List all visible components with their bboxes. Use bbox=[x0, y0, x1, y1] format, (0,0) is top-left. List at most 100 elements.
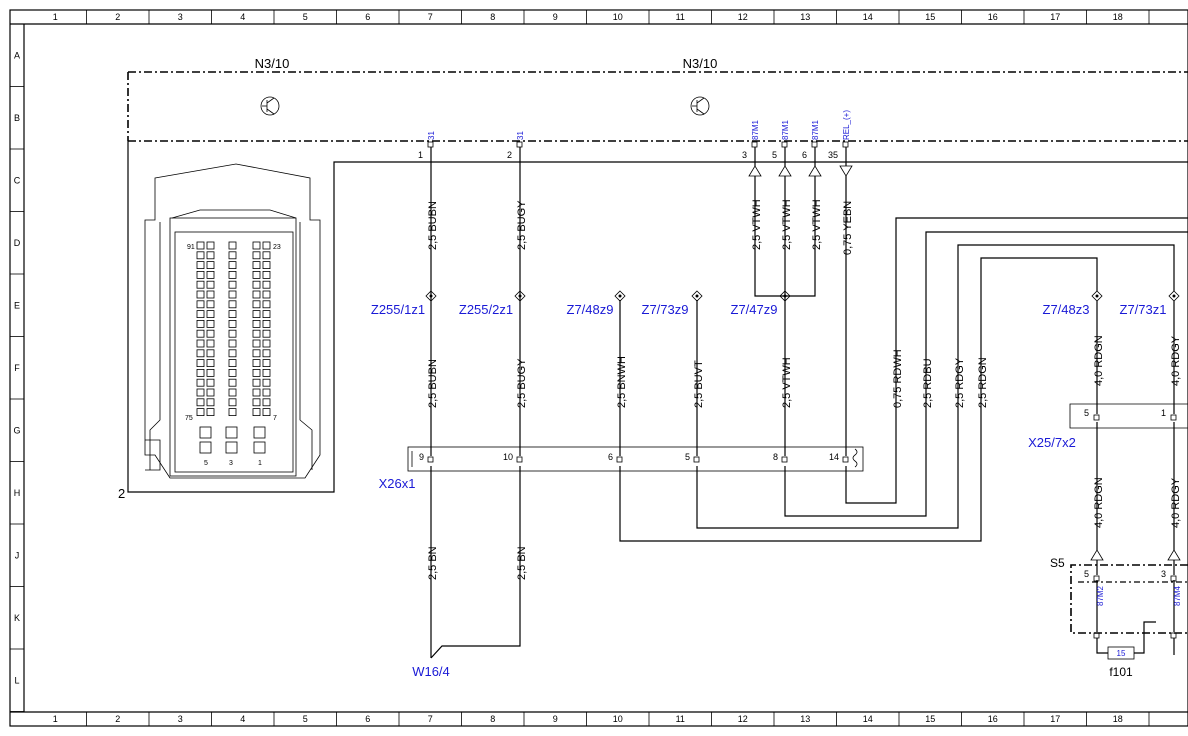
x26x1-pin: 6 bbox=[608, 452, 613, 462]
marker-2: 2 bbox=[118, 486, 125, 501]
connector-pin bbox=[228, 388, 237, 397]
connector-pin bbox=[252, 398, 261, 407]
wire-label: 4,0 RDGN bbox=[1093, 477, 1105, 528]
connector-pin bbox=[206, 280, 215, 289]
splice-icon bbox=[691, 290, 703, 302]
frame-column-label: 7 bbox=[428, 714, 433, 724]
connector-pin bbox=[196, 270, 205, 279]
connector-pin bbox=[196, 339, 205, 348]
frame-column-label: 17 bbox=[1050, 12, 1060, 22]
connector-pin bbox=[196, 368, 205, 377]
control-unit-box: N3/10 N3/10 bbox=[127, 56, 1188, 142]
pin-label-7: 7 bbox=[273, 415, 277, 422]
connector-pin bbox=[206, 241, 215, 250]
frame-column-label: 11 bbox=[676, 12, 685, 22]
connector-pin bbox=[206, 368, 215, 377]
x25-pin: 5 bbox=[1084, 408, 1089, 418]
connector-pin bbox=[262, 339, 271, 348]
connector-pin bbox=[252, 241, 261, 250]
n3-terminals: 1 2 3 5 6 35 31 31 87M1 87M1 87M1 REL_(+… bbox=[418, 110, 851, 160]
frame-column-label: 16 bbox=[988, 714, 998, 724]
connector-pin bbox=[228, 310, 237, 319]
fuse-value: 15 bbox=[1117, 649, 1126, 658]
fuse-f101: 15 f101 bbox=[1107, 646, 1135, 679]
connector-pin bbox=[206, 339, 215, 348]
frame-border: 1122334455667788991010111112121313141415… bbox=[9, 9, 1188, 727]
connector-pin bbox=[252, 339, 261, 348]
connector-pin bbox=[206, 408, 215, 417]
transistor-icon bbox=[260, 96, 280, 116]
frame-column-label: 8 bbox=[490, 714, 495, 724]
connector-pin bbox=[196, 300, 205, 309]
wire-label: 0,75 YEBN bbox=[842, 201, 854, 255]
frame-row-label: B bbox=[14, 113, 20, 123]
connector-pin bbox=[262, 280, 271, 289]
n3-term-rel: REL_(+) bbox=[842, 110, 851, 140]
connector-pin bbox=[206, 388, 215, 397]
splice-diamonds bbox=[425, 290, 1180, 302]
splice-z7-48z3: Z7/48z3 bbox=[1043, 302, 1090, 317]
connector-arrows bbox=[748, 165, 1181, 561]
wire-label: 2,5 BUGY bbox=[516, 358, 528, 408]
splice-icon bbox=[425, 290, 437, 302]
x26x1-label: X26x1 bbox=[379, 476, 416, 491]
x26x1-pin: 8 bbox=[773, 452, 778, 462]
s5-switch: S5 5 3 87M2 87M4 bbox=[1050, 556, 1188, 639]
frame-column-label: 3 bbox=[178, 12, 183, 22]
x26x1-pin: 10 bbox=[503, 452, 513, 462]
frame-column-label: 7 bbox=[428, 12, 433, 22]
n3-term-31b: 31 bbox=[516, 131, 525, 140]
connector-pin bbox=[196, 241, 205, 250]
s5-label: S5 bbox=[1050, 556, 1065, 570]
wire-label: 2,5 BNWH bbox=[616, 356, 628, 408]
connector-pin bbox=[206, 359, 215, 368]
frame-column-label: 1 bbox=[53, 714, 58, 724]
frame-column-label: 6 bbox=[365, 714, 370, 724]
x26x1-pin: 9 bbox=[419, 452, 424, 462]
frame-column-label: 12 bbox=[738, 714, 748, 724]
connector-pin bbox=[262, 261, 271, 270]
x25-7x2-connector: 5 1 X25/7x2 bbox=[1028, 403, 1188, 450]
connector-pin bbox=[262, 270, 271, 279]
connector-pin bbox=[206, 319, 215, 328]
connector-pin bbox=[228, 378, 237, 387]
frame-row-label: D bbox=[14, 238, 21, 248]
x26x1-pin: 5 bbox=[685, 452, 690, 462]
splice-icon bbox=[1168, 290, 1180, 302]
frame-column-label: 1 bbox=[53, 12, 58, 22]
frame-column-label: 15 bbox=[925, 12, 935, 22]
pin-label-23: 23 bbox=[273, 244, 281, 251]
s5-pin: 5 bbox=[1084, 569, 1089, 579]
wire-label: 2,5 BUBN bbox=[427, 201, 439, 250]
frame-row-label: K bbox=[14, 613, 20, 623]
wire-label: 2,5 BUVT bbox=[693, 360, 705, 408]
connector-pin bbox=[252, 251, 261, 260]
connector-pin bbox=[262, 408, 271, 417]
splice-icon bbox=[779, 290, 791, 302]
frame-row-label: A bbox=[14, 50, 20, 60]
connector-pin bbox=[228, 319, 237, 328]
pin-label-1: 1 bbox=[258, 460, 262, 467]
n3-pin-6: 6 bbox=[802, 150, 807, 160]
frame-column-label: 2 bbox=[115, 714, 120, 724]
connector-pin bbox=[206, 349, 215, 358]
connector-pin bbox=[196, 290, 205, 299]
wire-label: 4,0 RDGY bbox=[1170, 335, 1182, 386]
connector-pin bbox=[252, 388, 261, 397]
transistor-icon bbox=[690, 96, 710, 116]
connector-pin-large bbox=[199, 426, 212, 439]
connector-pin bbox=[228, 300, 237, 309]
frame-column-label: 9 bbox=[553, 714, 558, 724]
frame-column-label: 13 bbox=[800, 714, 810, 724]
connector-pin bbox=[252, 310, 261, 319]
connector-pin-grid bbox=[196, 241, 271, 454]
connector-pin bbox=[262, 241, 271, 250]
connector-pin bbox=[262, 349, 271, 358]
frame-row-label: J bbox=[15, 550, 20, 560]
x26x1-pin: 14 bbox=[829, 452, 839, 462]
connector-pin bbox=[228, 261, 237, 270]
splice-z7-73z9: Z7/73z9 bbox=[642, 302, 689, 317]
frame-row-label: L bbox=[14, 675, 19, 685]
connector-pin bbox=[252, 378, 261, 387]
connector-pin bbox=[196, 310, 205, 319]
